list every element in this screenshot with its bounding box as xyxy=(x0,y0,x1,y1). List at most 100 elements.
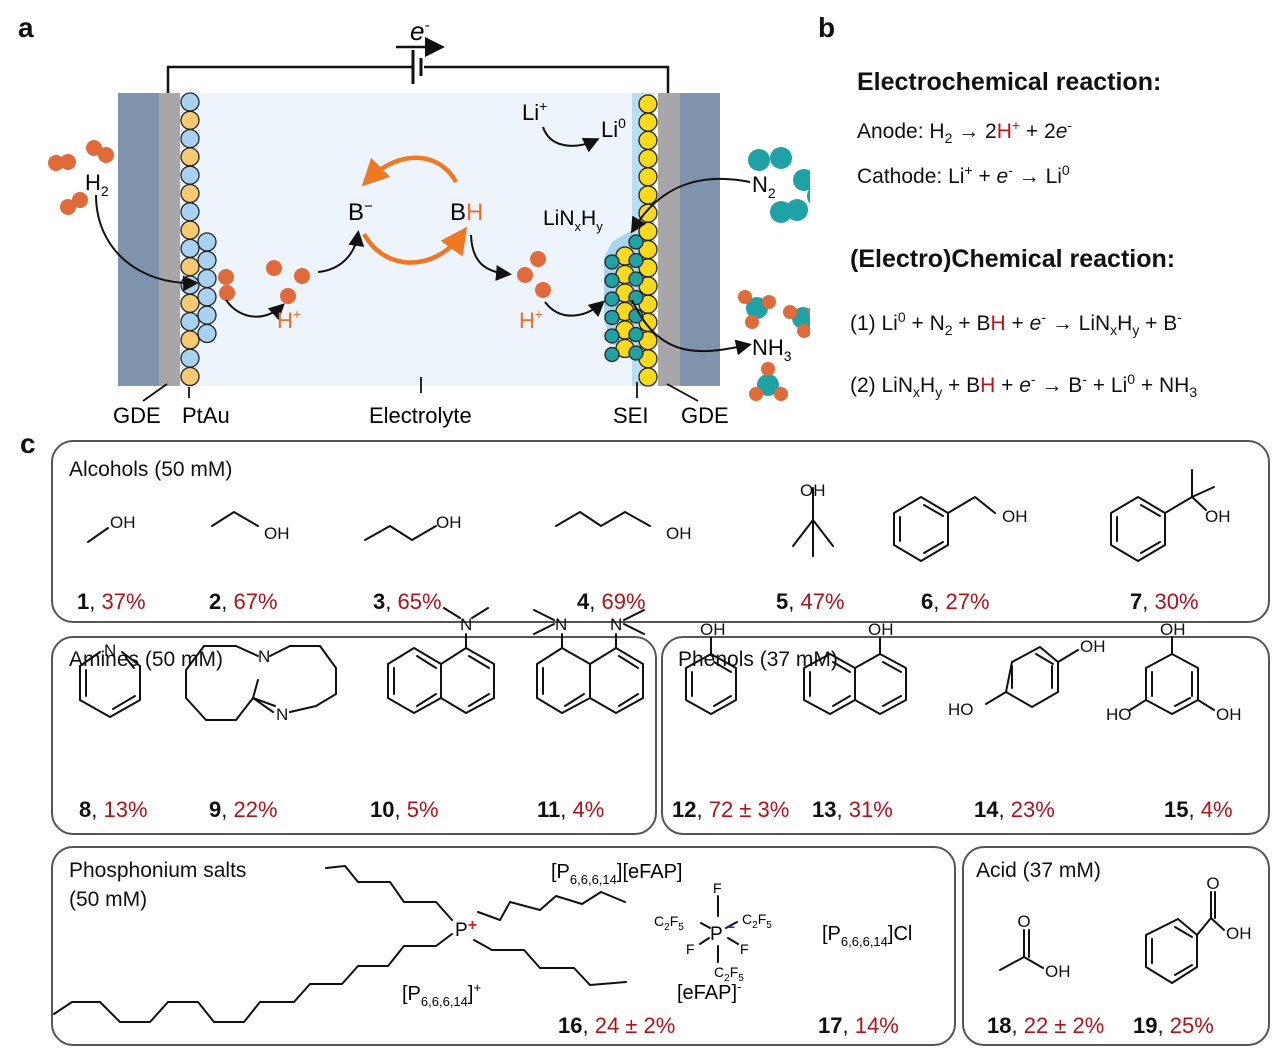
atom-label-n: N xyxy=(610,615,622,634)
proton-donor-to-h-arrow xyxy=(470,234,512,281)
linxhy-label: LiNxHy xyxy=(543,207,603,234)
chloride-salt-label: [P6,6,6,14]Cl xyxy=(822,923,912,949)
compound-2-label: 2, 67% xyxy=(209,589,278,614)
proton-donor-label: BH xyxy=(450,199,483,226)
pt-atom xyxy=(180,238,200,259)
nh3-release-arrow xyxy=(631,299,752,356)
compound-15-label: 15, 4% xyxy=(1164,797,1233,822)
proton-to-base-arrow xyxy=(317,230,365,273)
reaction-1: (1) Li0 + N2 + BH + e- → LiNxHy + B- xyxy=(850,309,1182,339)
h-atoms-anode xyxy=(218,260,310,304)
structure-ethanol xyxy=(211,511,259,527)
atom-label-ho: HO xyxy=(948,700,974,719)
gde-left-label: GDE xyxy=(113,403,161,428)
pt-atom xyxy=(197,323,217,344)
protonation-cycle-arrow xyxy=(362,226,468,265)
li-atom xyxy=(638,185,658,205)
n-atom xyxy=(628,326,644,343)
atom-label-n: N xyxy=(555,615,567,634)
atom-label-n: N xyxy=(258,647,270,666)
li-atom xyxy=(638,130,658,151)
alcohols-title: Alcohols (50 mM) xyxy=(69,458,233,481)
c2f5-bottom: C2F5 xyxy=(714,964,744,984)
atom-label-n: N xyxy=(460,615,472,634)
compound-16-label: 16, 24 ± 2% xyxy=(558,1013,676,1038)
pt-atom xyxy=(180,275,200,295)
compound-4-label: 4, 69% xyxy=(577,589,646,614)
acid-title: Acid (37 mM) xyxy=(976,859,1101,882)
proton-to-cathode-arrow xyxy=(544,300,606,317)
li-ion-label: Li+ xyxy=(522,98,547,125)
c2f5-left: C2F5 xyxy=(654,913,684,933)
structure-acetic-acid xyxy=(999,929,1044,971)
pt-atom xyxy=(197,232,217,252)
pt-atom xyxy=(197,268,217,289)
atom-label-oh: OH xyxy=(868,620,894,639)
gde-right-label: GDE xyxy=(681,403,729,428)
n-atom xyxy=(604,346,620,363)
molecular-structures: OH OH OH OH OH OH OH N N N N N N OH OH O… xyxy=(53,469,1252,1023)
compound-5-label: 5, 47% xyxy=(776,589,845,614)
panel-label-c: c xyxy=(20,428,36,459)
current-collector-right xyxy=(658,93,680,386)
n2-molecules xyxy=(748,147,810,223)
atom-label-o: O xyxy=(1017,912,1030,931)
atom-label-f: F xyxy=(740,941,749,957)
nh3-label: NH3 xyxy=(752,335,792,364)
electrolyte-label: Electrolyte xyxy=(369,403,472,428)
atom-label-oh: OH xyxy=(666,524,692,543)
atom-label-f: F xyxy=(713,880,722,896)
h-to-proton-arrow xyxy=(225,299,285,321)
au-atom xyxy=(180,330,200,350)
au-atom xyxy=(180,366,200,387)
phosphonium-title-line1: Phosphonium salts xyxy=(69,859,247,882)
electrochemical-reaction-title: Electrochemical reaction: xyxy=(857,68,1162,96)
reaction-2: (2) LiNxHy + BH + e- → B- + Li0 + NH3 xyxy=(850,371,1198,401)
panel-label-b: b xyxy=(818,12,836,43)
nh3-molecules xyxy=(738,290,810,401)
structure-benzoic-acid xyxy=(1145,891,1225,984)
pt-atom xyxy=(180,92,200,112)
atom-label-p: P xyxy=(710,924,723,945)
h2-molecules xyxy=(48,140,114,215)
atom-label-o: O xyxy=(1206,874,1219,893)
compound-12-label: 12, 72 ± 3% xyxy=(672,797,790,822)
n-atom xyxy=(628,289,644,306)
gde-right xyxy=(680,93,720,386)
external-circuit: e- xyxy=(166,16,670,93)
cation-formula-label: [P6,6,6,14]+ xyxy=(402,980,481,1009)
n-atom xyxy=(628,345,644,361)
structure-efap-anion xyxy=(699,895,739,963)
atom-label-n: N xyxy=(276,705,288,724)
structure-2-phenyl-2-propanol xyxy=(1110,469,1215,562)
atom-label-oh: OH xyxy=(1045,962,1071,981)
n-atom xyxy=(628,271,644,287)
ptau-label: PtAu xyxy=(182,403,230,428)
proton-label-right: H+ xyxy=(519,306,543,333)
proton-label-left: H+ xyxy=(277,306,301,333)
amines-group xyxy=(51,636,657,835)
compound-6-label: 6, 27% xyxy=(921,589,990,614)
pt-atom xyxy=(197,287,217,307)
efap-salt-label: [P6,6,6,14][eFAP] xyxy=(551,861,683,887)
au-atom xyxy=(180,220,200,240)
n2-to-cathode-arrow xyxy=(630,177,751,234)
atom-label-oh: OH xyxy=(800,481,826,500)
alcohols-group xyxy=(51,440,1270,623)
anode-equation: Anode: H2 → 2H+ + 2e- xyxy=(857,117,1073,147)
atom-label-oh: OH xyxy=(110,513,136,532)
structure-proton-sponge xyxy=(533,609,645,714)
li-atom xyxy=(638,112,658,132)
h2-label: H2 xyxy=(85,170,109,199)
pt-atom xyxy=(180,165,200,185)
compound-1-label: 1, 37% xyxy=(77,589,146,614)
pt-atom xyxy=(180,128,200,149)
electrochemical-cell-diagram: e- H2 H+ B− BH H+ Li+ Li0 LiNxHy xyxy=(48,16,810,428)
compound-17-label: 17, 14% xyxy=(818,1013,899,1038)
electron-label: e- xyxy=(410,16,429,46)
compound-19-label: 19, 25% xyxy=(1133,1013,1214,1038)
cathode-equation: Cathode: Li+ + e- → Li0 xyxy=(857,162,1070,188)
n-atom xyxy=(604,328,620,344)
pt-atom xyxy=(180,202,200,222)
n-atom xyxy=(628,252,644,269)
